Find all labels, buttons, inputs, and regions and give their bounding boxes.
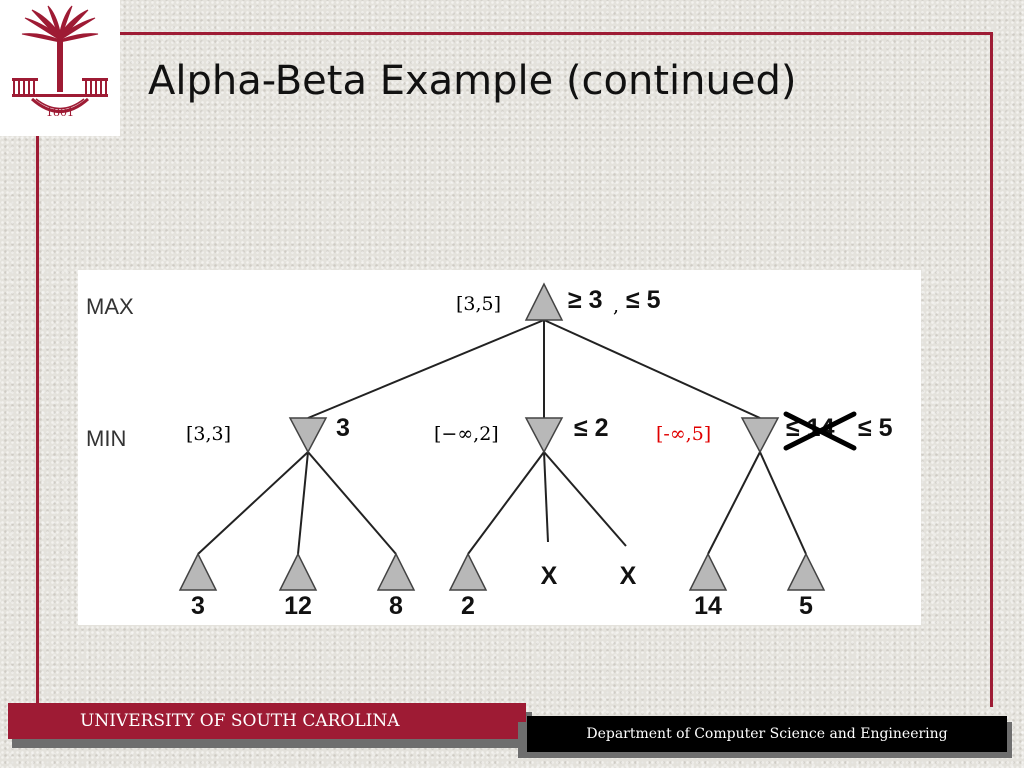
leaf-value-4: 2 [461,592,475,620]
leaf-node-3 [376,552,416,591]
tree-edges [197,319,807,555]
palmetto-tree-icon [12,5,108,113]
logo-year: 1801 [46,106,74,119]
leaf-node-5 [688,552,728,591]
crossed-out-icon [783,411,857,451]
root-upper-bound: ≤ 5 [626,286,661,314]
footer-department-name: Department of Computer Science and Engin… [527,716,1007,752]
footer-university-name: UNIVERSITY OF SOUTH CAROLINA [8,703,526,739]
min-row-label: MIN [86,426,126,451]
usc-logo: 1801 [0,0,120,136]
min-node-2-interval: [−∞,2] [434,423,499,445]
slide-frame-left [36,32,39,707]
min-node-1 [288,417,328,454]
leaf-value-1: 3 [191,592,205,620]
min-node-1-interval: [3,3] [186,423,231,445]
leaf-node-4 [448,552,488,591]
pruned-leaf-1: X [541,562,558,590]
max-row-label: MAX [86,294,134,319]
root-lower-bound: ≥ 3 [568,286,603,314]
min-node-3-interval: [-∞,5] [656,423,711,445]
leaf-value-6: 5 [799,592,813,620]
min-node-3 [740,417,780,454]
leaf-value-2: 12 [284,592,312,620]
leaf-value-3: 8 [389,592,403,620]
pruned-leaf-2: X [620,562,637,590]
slide-frame-top [36,32,993,35]
min-node-2-value: ≤ 2 [574,414,609,442]
alpha-beta-tree-diagram: MAX MIN [3,5] ≥ 3 , ≤ 5 [3,3] 3 [−∞,2] ≤… [78,270,921,625]
min-node-2 [524,417,564,454]
slide-title: Alpha-Beta Example (continued) [148,58,797,104]
slide-frame-right [990,32,993,707]
leaf-value-5: 14 [694,592,722,620]
min-node-1-value: 3 [336,414,350,442]
leaf-node-1 [178,552,218,591]
min-node-3-value: ≤ 5 [858,414,893,442]
leaf-node-6 [786,552,826,591]
leaf-node-2 [278,552,318,591]
max-root-node [524,282,564,321]
root-separator: , [613,295,619,317]
root-interval: [3,5] [456,293,501,315]
